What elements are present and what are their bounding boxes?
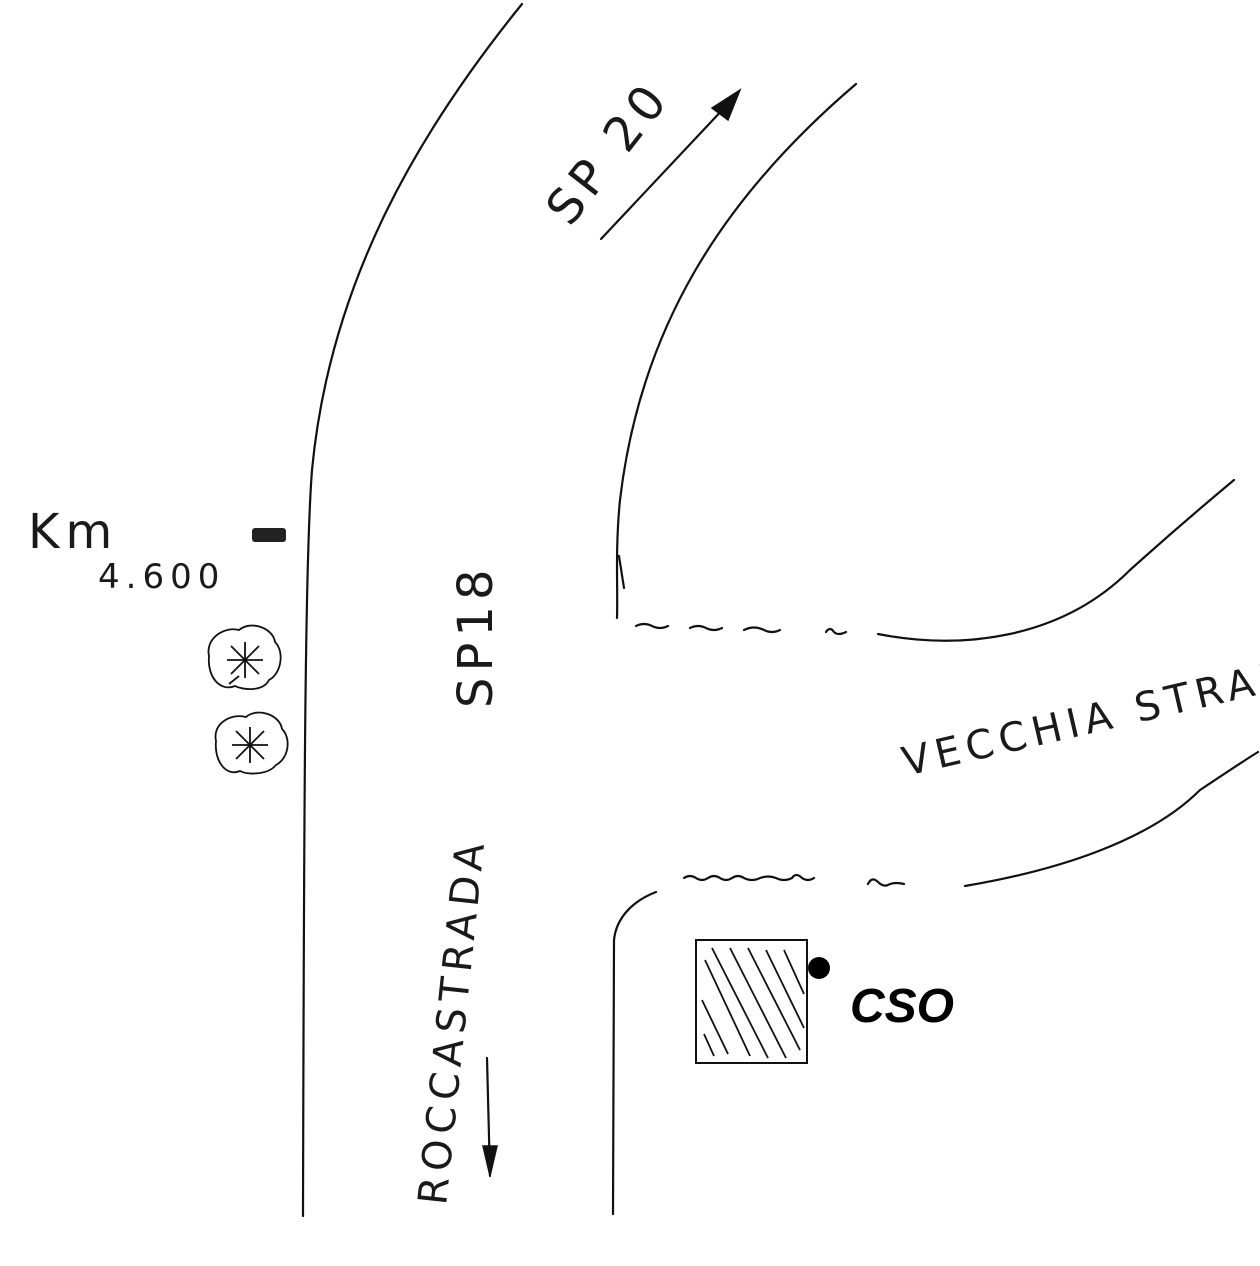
tree-icon (214, 711, 289, 775)
building-icon (695, 939, 808, 1064)
km-marker-icon (252, 528, 286, 542)
road-tick (617, 554, 626, 590)
road-edge-sp20-inner (615, 82, 858, 620)
junction-dash-top (634, 622, 848, 636)
road-edge-vecchia-bottom (963, 750, 1260, 888)
km-label: Km (28, 504, 118, 560)
site-point-icon (808, 957, 830, 979)
road-edge-sp18-right (611, 890, 658, 1216)
roccastrada-label: ROCCASTRADA (410, 835, 494, 1207)
road-edge-left (301, 2, 524, 1218)
junction-dash-bottom (682, 873, 906, 887)
km-value-label: 4.600 (98, 557, 225, 597)
sp18-label: SP18 (448, 564, 504, 709)
arrow-icon (482, 1056, 498, 1178)
road-edge-vecchia-top (876, 478, 1236, 642)
sp20-label: SP 20 (535, 70, 681, 235)
site-label: CSO (850, 980, 954, 1033)
vecchia-strada-label: VECCHIA STRADA (898, 643, 1260, 786)
arrow-icon (599, 88, 742, 241)
tree-icon (207, 624, 282, 690)
